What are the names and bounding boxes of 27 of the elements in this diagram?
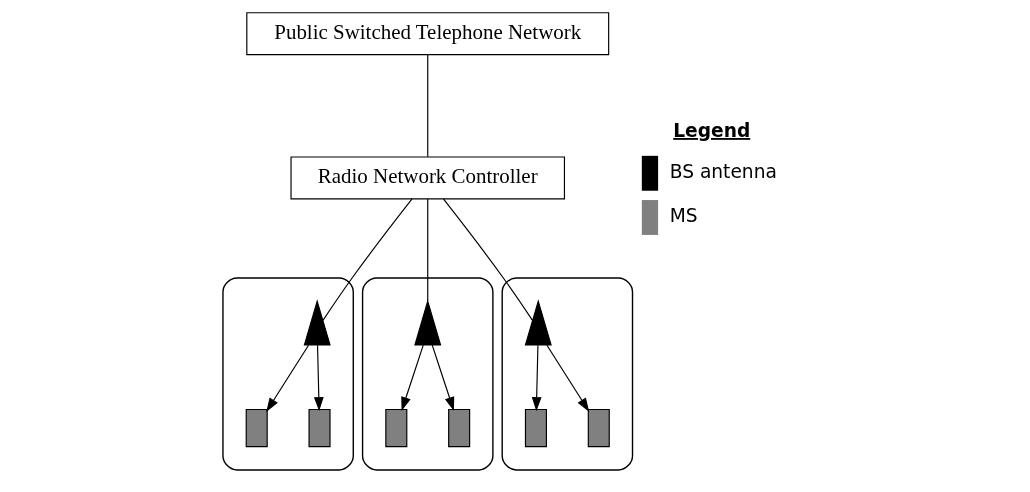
node-box [448, 408, 471, 448]
label: Legend [673, 119, 751, 141]
arrow [531, 344, 542, 412]
arrow [266, 344, 310, 412]
node-triangle [524, 299, 552, 346]
arrow [431, 344, 455, 412]
connector [322, 198, 413, 321]
cluster [501, 277, 634, 471]
node-triangle [303, 299, 331, 346]
arrow [313, 344, 324, 412]
connector [427, 198, 429, 302]
node-box [308, 408, 331, 448]
legend-label: BS antenna [669, 160, 777, 182]
node-box [524, 408, 547, 448]
arrow [546, 344, 590, 412]
node-box [385, 408, 408, 448]
connector [427, 54, 429, 158]
node-box [245, 408, 268, 448]
node-box [587, 408, 610, 448]
arrow [401, 344, 424, 412]
connector [442, 198, 534, 321]
node-triangle [414, 299, 442, 346]
cluster [361, 277, 494, 471]
node-box: Radio Network Controller [290, 156, 566, 200]
node-box: Public Switched Telephone Network [246, 12, 610, 56]
legend-label: MS [669, 204, 698, 226]
cluster [222, 277, 354, 471]
